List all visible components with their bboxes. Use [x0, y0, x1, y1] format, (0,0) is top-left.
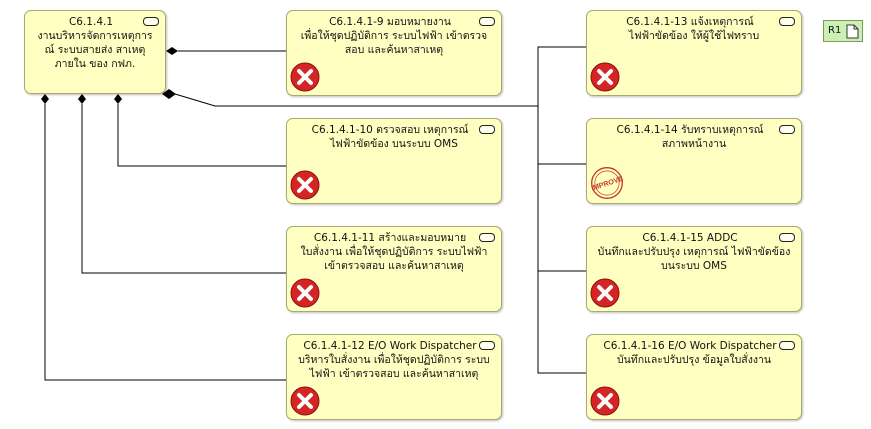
element-type-icon [779, 17, 795, 26]
child-box-c13[interactable]: C6.1.4.1-13 แจ้งเหตุการณ์ ไฟฟ้าขัดข้อง ใ… [586, 10, 802, 96]
connector-bus-c14 [537, 106, 586, 165]
x-circle-icon [590, 278, 620, 308]
child-box-c10[interactable]: C6.1.4.1-10 ตรวจสอบ เหตุการณ์ ไฟฟ้าขัดข้… [286, 118, 502, 204]
child-description: บันทึกและปรับปรุง เหตุการณ์ ไฟฟ้าขัดข้อง… [597, 246, 791, 272]
child-title: C6.1.4.1-10 ตรวจสอบ เหตุการณ์ [311, 124, 469, 136]
element-type-icon [143, 17, 159, 26]
child-title: C6.1.4.1-11 สร้างและมอบหมาย [313, 232, 467, 244]
child-description: สภาพหน้างาน [661, 138, 727, 150]
child-box-c11[interactable]: C6.1.4.1-11 สร้างและมอบหมาย ใบสั่งงาน เพ… [286, 226, 502, 312]
connector-root-c10 [117, 104, 286, 167]
x-circle-icon [290, 278, 320, 308]
element-type-icon [479, 341, 495, 350]
connector-bus-c13 [537, 46, 586, 106]
composition-diamond-c10 [114, 94, 122, 104]
child-description: ไฟฟ้าขัดข้อง บนระบบ OMS [330, 138, 458, 150]
child-box-c9[interactable]: C6.1.4.1-9 มอบหมายงาน เพื่อให้ชุดปฏิบัติ… [286, 10, 502, 96]
root-capability-id: C6.1.4.1 [68, 16, 114, 28]
document-icon [846, 24, 859, 39]
child-description: บริหารใบสั่งงาน เพื่อให้ชุดปฏิบัติการ ระ… [298, 354, 490, 380]
improve-stamp-text: IMPROVE [590, 174, 625, 193]
child-title: C6.1.4.1-15 ADDC [642, 232, 738, 244]
root-capability-box[interactable]: C6.1.4.1 งานบริหารจัดการเหตุการ ณ์ ระบบส… [24, 10, 166, 94]
element-type-icon [779, 125, 795, 134]
child-description: เพื่อให้ชุดปฏิบัติการ ระบบไฟฟ้า เข้าตรวจ… [300, 30, 488, 56]
x-circle-icon [590, 62, 620, 92]
element-type-icon [779, 341, 795, 350]
child-title: C6.1.4.1-16 E/O Work Dispatcher [603, 340, 777, 352]
child-box-c16[interactable]: C6.1.4.1-16 E/O Work Dispatcher บันทึกแล… [586, 334, 802, 420]
element-type-icon [479, 17, 495, 26]
connector-root-c11 [81, 104, 286, 274]
x-circle-icon [290, 170, 320, 200]
child-box-c12[interactable]: C6.1.4.1-12 E/O Work Dispatcher บริหารใบ… [286, 334, 502, 420]
child-description: ใบสั่งงาน เพื่อให้ชุดปฏิบัติการ ระบบไฟฟ้… [300, 246, 488, 272]
connector-bus-c15 [537, 164, 586, 272]
legend-r1-box[interactable]: R1 [823, 20, 863, 42]
composition-diamond-c9 [166, 47, 178, 55]
child-title: C6.1.4.1-14 รับทราบเหตุการณ์ [616, 124, 764, 136]
composition-diamond-c12 [41, 94, 49, 104]
element-type-icon [779, 233, 795, 242]
connector-root-c12 [44, 104, 286, 381]
improve-stamp-icon: IMPROVE [590, 167, 625, 199]
x-circle-icon [590, 386, 620, 416]
connector-bus-c16 [537, 271, 586, 374]
child-box-c15[interactable]: C6.1.4.1-15 ADDC บันทึกและปรับปรุง เหตุก… [586, 226, 802, 312]
element-type-icon [479, 233, 495, 242]
child-title: C6.1.4.1-9 มอบหมายงาน [329, 16, 451, 28]
x-circle-icon [290, 62, 320, 92]
child-box-c14[interactable]: C6.1.4.1-14 รับทราบเหตุการณ์ สภาพหน้างาน… [586, 118, 802, 204]
connector-root-bus [174, 93, 538, 107]
element-type-icon [479, 125, 495, 134]
legend-r1-label: R1 [828, 25, 842, 36]
child-title: C6.1.4.1-12 E/O Work Dispatcher [303, 340, 477, 352]
composition-diamond-bus [162, 89, 176, 99]
x-circle-icon [290, 386, 320, 416]
child-description: ไฟฟ้าขัดข้อง ให้ผู้ใช้ไฟทราบ [628, 30, 760, 42]
root-capability-description: งานบริหารจัดการเหตุการ ณ์ ระบบสายส่ง สาเ… [37, 30, 153, 70]
child-description: บันทึกและปรับปรุง ข้อมูลใบสั่งงาน [616, 354, 772, 366]
child-title: C6.1.4.1-13 แจ้งเหตุการณ์ [626, 16, 754, 28]
composition-diamond-c11 [78, 94, 86, 104]
